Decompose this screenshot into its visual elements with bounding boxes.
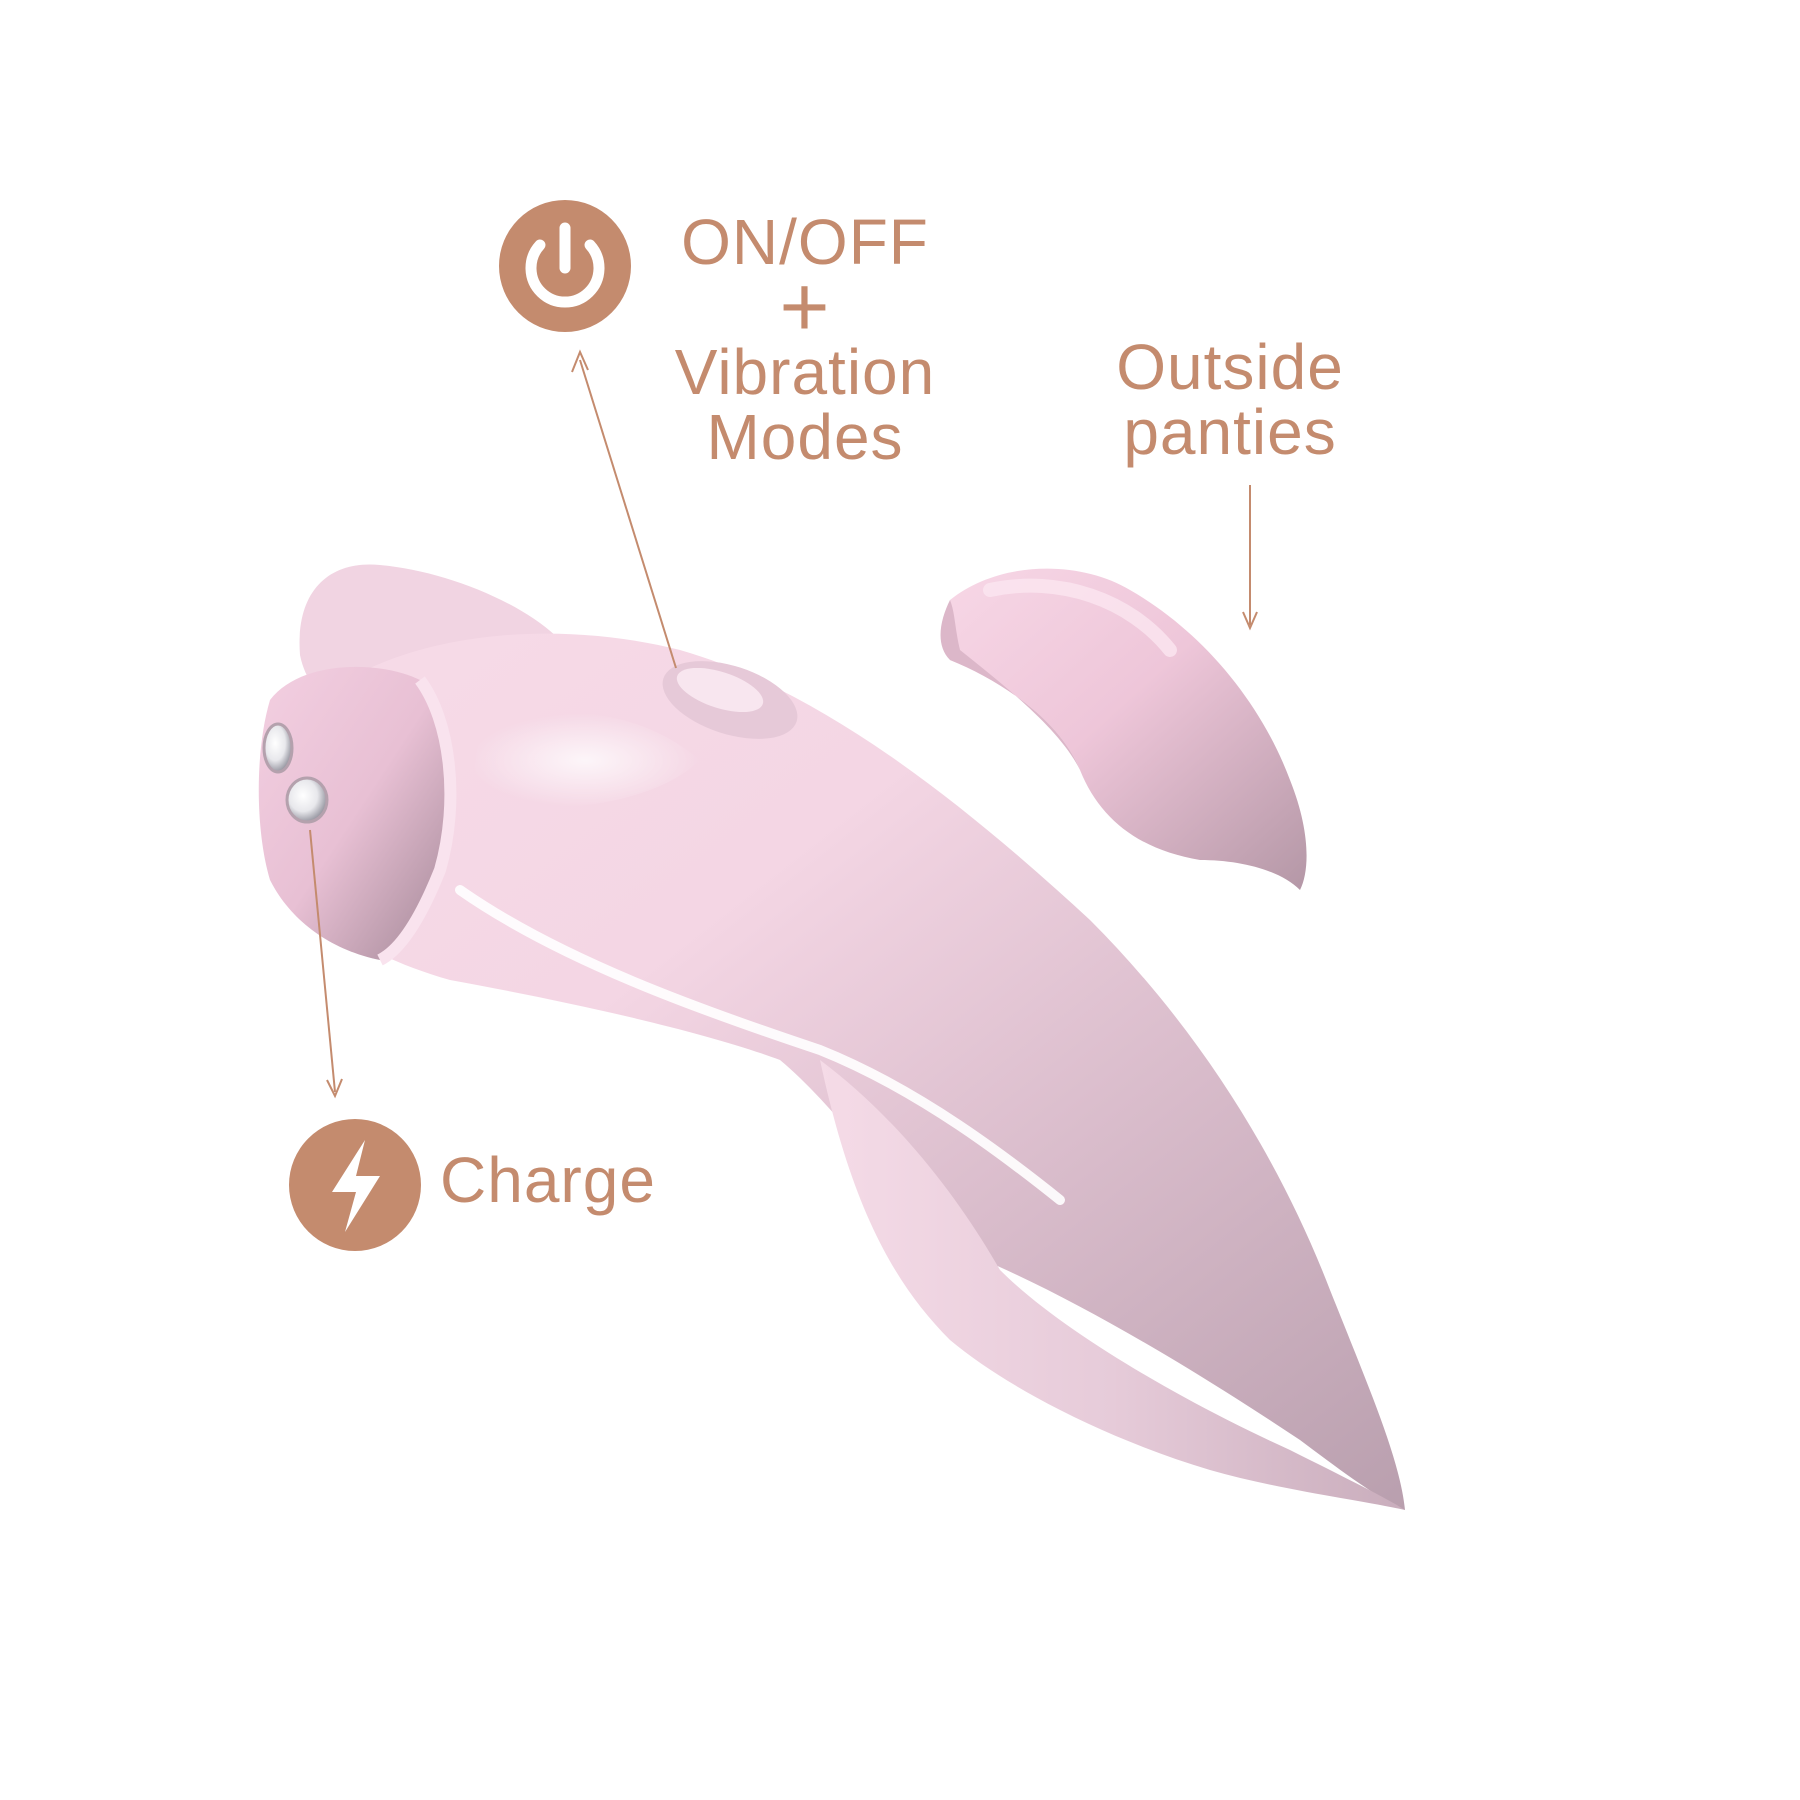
callout-arrow-outside xyxy=(1242,485,1258,631)
device-cap-rim xyxy=(377,676,457,966)
device-gloss-line xyxy=(455,885,1065,1205)
power-callout-label: ON/OFF + Vibration Modes xyxy=(640,206,970,474)
power-label-line3: Modes xyxy=(706,401,904,474)
outside-label-line1: Outside xyxy=(1116,331,1344,403)
remote-piece xyxy=(950,568,1307,890)
device-front-cap xyxy=(258,666,451,960)
callout-arrow-charge xyxy=(309,829,343,1099)
charge-pin-left xyxy=(262,722,294,774)
power-icon xyxy=(525,239,605,308)
charge-badge xyxy=(289,1119,421,1251)
device-tail-flap xyxy=(820,1060,1405,1510)
charge-pin-right xyxy=(285,776,329,824)
power-label-plus: + xyxy=(779,259,831,356)
device-rear-fin xyxy=(299,564,560,700)
remote-highlight xyxy=(983,578,1177,657)
button-recess-shine xyxy=(676,667,764,713)
power-label-line1: ON/OFF xyxy=(681,206,929,278)
device-soft-highlight xyxy=(470,713,700,808)
power-label-line2: Vibration xyxy=(674,335,936,408)
callout-arrow-power xyxy=(571,349,677,669)
power-badge xyxy=(499,200,631,332)
outside-callout-label: Outside panties xyxy=(1080,331,1380,469)
charge-callout-label: Charge xyxy=(440,1144,656,1216)
lightning-bolt-icon xyxy=(332,1140,380,1232)
outside-label-line2: panties xyxy=(1123,396,1337,469)
device-main-body xyxy=(286,633,1405,1510)
